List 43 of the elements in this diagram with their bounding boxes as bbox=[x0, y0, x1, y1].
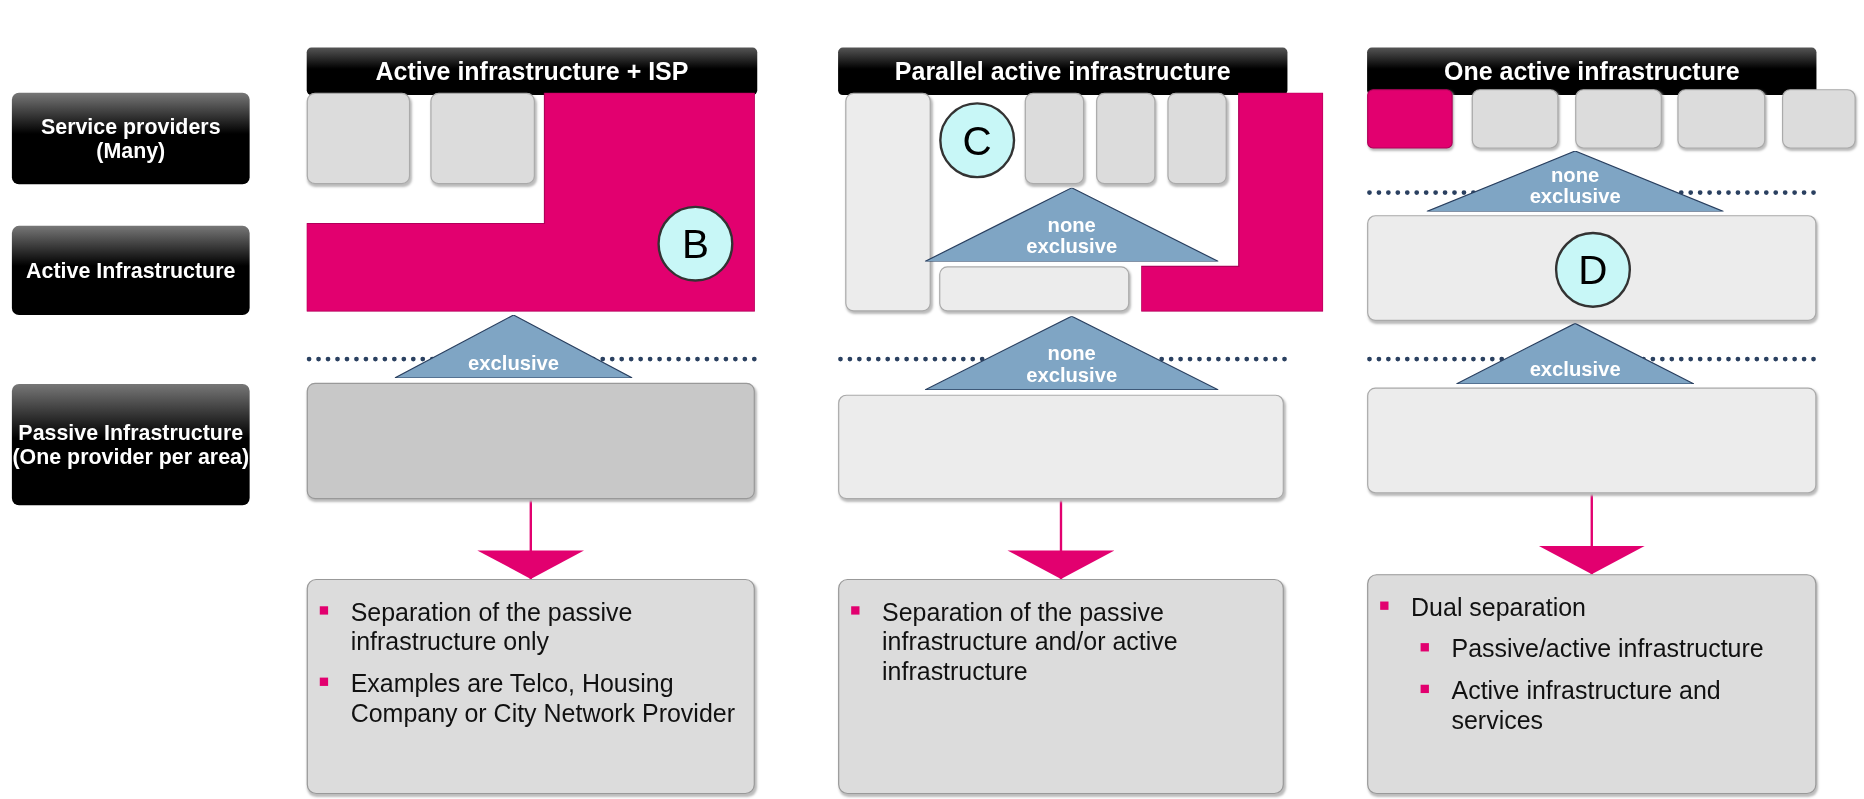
arrow bbox=[477, 499, 585, 579]
bullet-item: Separation of the passive infrastructure and/or active infrastructure bbox=[839, 596, 1267, 686]
infrastructure-box bbox=[1367, 387, 1817, 494]
arrow bbox=[1007, 499, 1115, 579]
provider-shape bbox=[306, 92, 755, 312]
provider-box bbox=[1024, 92, 1085, 185]
description-box bbox=[1367, 574, 1817, 795]
exclusivity-triangle: none exclusive bbox=[1426, 151, 1724, 212]
infrastructure-box bbox=[845, 92, 931, 312]
infrastructure-box bbox=[1367, 215, 1817, 321]
letter-circle: C bbox=[939, 102, 1016, 179]
infrastructure-box bbox=[306, 382, 755, 500]
exclusivity-triangle: none exclusive bbox=[924, 316, 1219, 390]
bullet-item: Separation of the passive infrastructure only bbox=[307, 596, 738, 657]
exclusivity-triangle: exclusive bbox=[1456, 323, 1694, 384]
row-label: Active Infrastructure bbox=[11, 225, 250, 316]
bullet-item: Passive/active infrastructure bbox=[1368, 633, 1799, 664]
provider-box bbox=[1367, 89, 1453, 149]
description-box bbox=[306, 578, 755, 795]
provider-box bbox=[1167, 92, 1227, 185]
provider-box bbox=[430, 92, 535, 185]
exclusivity-triangle: exclusive bbox=[394, 315, 633, 379]
bullet-item: Dual separation bbox=[1368, 592, 1799, 622]
column-header: Active infrastructure + ISP bbox=[306, 47, 758, 96]
description-box bbox=[838, 578, 1284, 795]
provider-box bbox=[306, 92, 411, 185]
exclusivity-triangle: none exclusive bbox=[924, 187, 1219, 262]
infrastructure-box bbox=[838, 394, 1284, 500]
letter-circle: D bbox=[1554, 231, 1631, 308]
bullet-item: Active infrastructure and services bbox=[1368, 675, 1799, 735]
provider-box bbox=[1782, 89, 1856, 149]
bullet-item: Examples are Telco, Housing Company or City Network Provider bbox=[307, 668, 738, 728]
column-header: Parallel active infrastructure bbox=[838, 47, 1288, 96]
provider-shape bbox=[1141, 92, 1324, 312]
provider-box bbox=[1096, 92, 1156, 185]
provider-box bbox=[1677, 89, 1766, 149]
arrow bbox=[1538, 493, 1646, 575]
column-header: One active infrastructure bbox=[1367, 47, 1817, 96]
row-label: Service providers (Many) bbox=[11, 92, 250, 185]
provider-box bbox=[1471, 89, 1559, 149]
infrastructure-box bbox=[939, 266, 1130, 312]
provider-box bbox=[1575, 89, 1662, 149]
row-label: Passive Infrastructure (One provider per area) bbox=[11, 384, 250, 506]
